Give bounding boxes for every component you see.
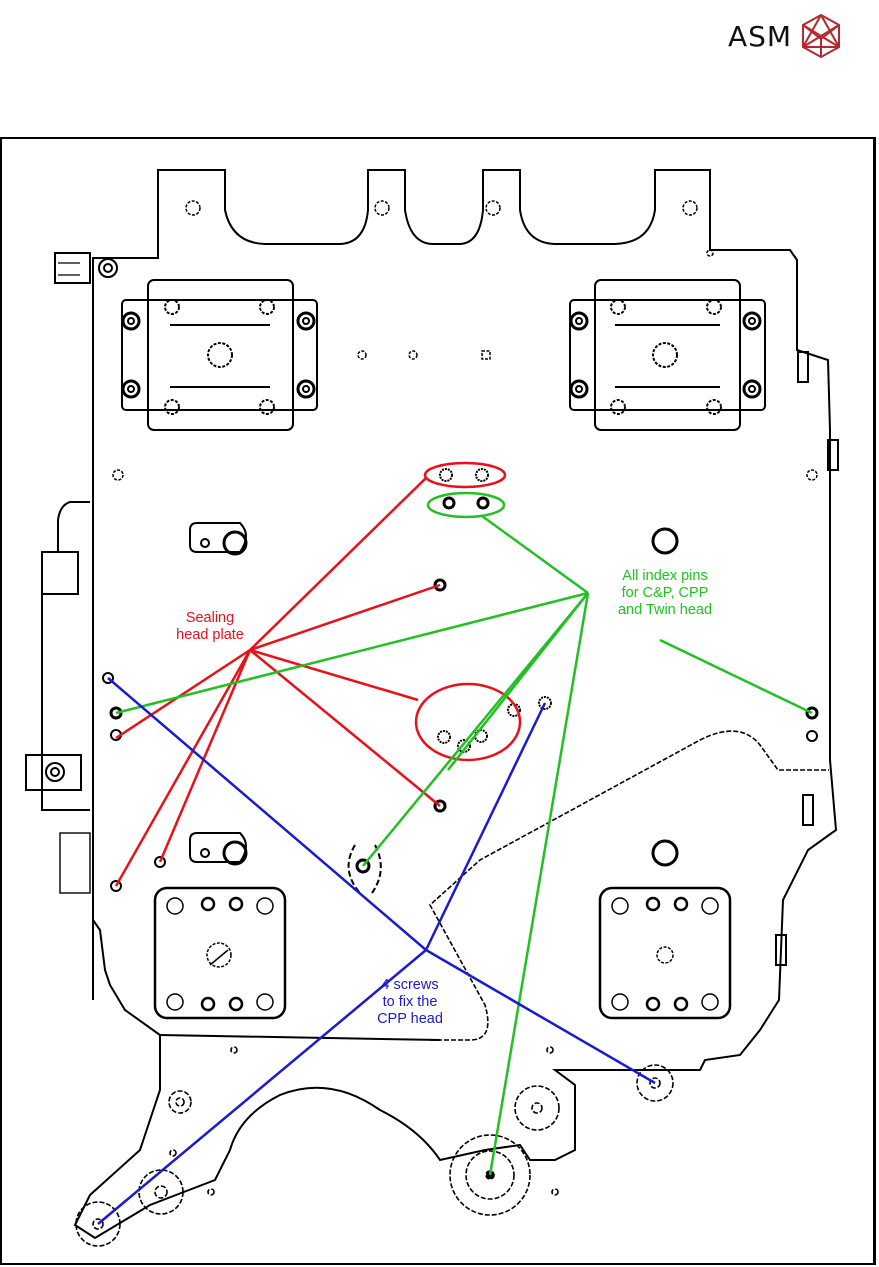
label-line: for C&P, CPP <box>600 585 730 602</box>
sealing-head-plate-label: Sealing head plate <box>160 610 260 644</box>
lower-right-module <box>600 795 813 1018</box>
label-line: 4 screws <box>355 977 465 994</box>
label-line: CPP head <box>355 1011 465 1028</box>
label-line: and Twin head <box>600 602 730 619</box>
cpp-screws-label: 4 screws to fix the CPP head <box>355 977 465 1028</box>
bottom-features <box>76 1047 673 1246</box>
label-line: head plate <box>160 627 260 644</box>
plate-outline <box>75 170 836 1238</box>
label-line: to fix the <box>355 994 465 1011</box>
label-line: Sealing <box>160 610 260 627</box>
index-pins-label: All index pins for C&P, CPP and Twin hea… <box>600 568 730 619</box>
sealing-head-plate-leaders <box>116 463 520 886</box>
upper-left-module <box>122 280 317 430</box>
cpp-screws-leaders <box>98 678 655 1224</box>
pins <box>103 469 817 893</box>
label-line: All index pins <box>600 568 730 585</box>
lower-left-module <box>155 888 285 1018</box>
left-bracket <box>26 253 117 893</box>
